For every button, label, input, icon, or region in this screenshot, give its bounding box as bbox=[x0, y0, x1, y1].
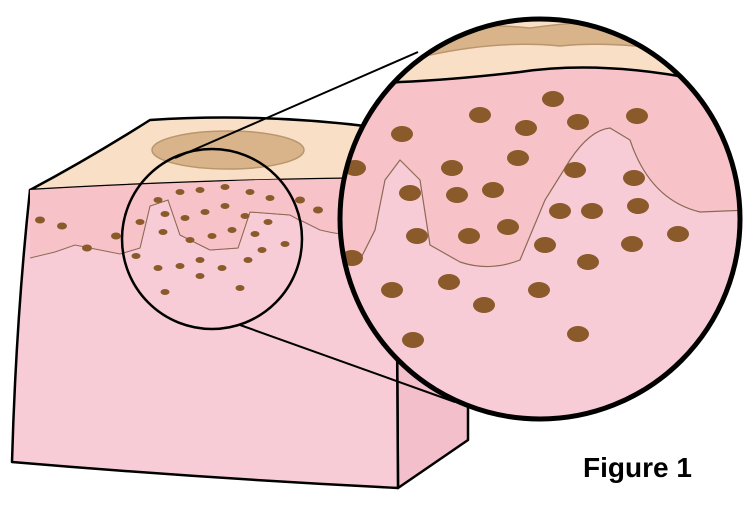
melanocyte-dot-icon bbox=[196, 257, 205, 263]
melanocyte-dot-icon bbox=[473, 297, 495, 313]
melanocyte-dot-icon bbox=[469, 107, 491, 123]
melanocyte-dot-icon bbox=[621, 236, 643, 252]
melanocyte-dot-icon bbox=[236, 285, 245, 291]
melanocyte-dot-icon bbox=[82, 245, 92, 252]
melanocyte-dot-icon bbox=[57, 223, 67, 230]
melanocyte-dot-icon bbox=[201, 209, 210, 215]
melanocyte-dot-icon bbox=[258, 247, 267, 253]
melanocyte-dot-icon bbox=[534, 237, 556, 253]
melanocyte-dot-icon bbox=[626, 108, 648, 124]
melanocyte-dot-icon bbox=[577, 254, 599, 270]
melanocyte-dot-icon bbox=[441, 160, 463, 176]
melanocyte-dot-icon bbox=[35, 217, 45, 224]
melanocyte-dot-icon bbox=[176, 263, 185, 269]
melanocyte-dot-icon bbox=[228, 227, 237, 233]
melanocyte-dot-icon bbox=[161, 211, 170, 217]
melanocyte-dot-icon bbox=[438, 274, 460, 290]
melanocyte-dot-icon bbox=[159, 229, 168, 235]
melanocyte-dot-icon bbox=[208, 233, 217, 239]
melanocyte-dot-icon bbox=[154, 265, 163, 271]
melanocyte-dot-icon bbox=[295, 197, 305, 204]
melanocyte-dot-icon bbox=[567, 114, 589, 130]
melanocyte-dot-icon bbox=[196, 273, 205, 279]
melanocyte-dot-icon bbox=[196, 187, 205, 193]
melanocyte-dot-icon bbox=[241, 213, 250, 219]
melanocyte-dot-icon bbox=[251, 231, 260, 237]
melanocyte-dot-icon bbox=[623, 170, 645, 186]
melanocyte-dot-icon bbox=[391, 126, 413, 142]
melanocyte-dot-icon bbox=[381, 282, 403, 298]
melanocyte-dot-icon bbox=[564, 162, 586, 178]
melanocyte-dot-icon bbox=[458, 228, 480, 244]
melanocyte-dot-icon bbox=[176, 189, 185, 195]
melanocyte-dot-icon bbox=[221, 203, 230, 209]
melanocyte-dot-icon bbox=[221, 184, 230, 190]
melanocyte-dot-icon bbox=[399, 185, 421, 201]
melanocyte-dot-icon bbox=[581, 203, 603, 219]
melanocyte-dot-icon bbox=[567, 326, 589, 342]
melanocyte-dot-icon bbox=[161, 289, 170, 295]
melanocyte-dot-icon bbox=[549, 203, 571, 219]
melanocyte-dot-icon bbox=[181, 215, 190, 221]
melanocyte-dot-icon bbox=[507, 150, 529, 166]
melanocyte-dot-icon bbox=[528, 282, 550, 298]
melanocyte-dot-icon bbox=[542, 91, 564, 107]
melanocyte-dot-icon bbox=[266, 195, 275, 201]
melanocyte-dot-icon bbox=[154, 197, 163, 203]
melanocyte-dot-icon bbox=[667, 226, 689, 242]
melanocyte-dot-icon bbox=[136, 219, 145, 225]
melanocyte-dot-icon bbox=[313, 207, 323, 214]
melanocyte-dot-icon bbox=[246, 189, 255, 195]
melanocyte-dot-icon bbox=[406, 228, 428, 244]
melanocyte-dot-icon bbox=[627, 198, 649, 214]
melanocyte-dot-icon bbox=[111, 233, 121, 240]
melanocyte-dot-icon bbox=[497, 219, 519, 235]
melanocyte-dot-icon bbox=[482, 182, 504, 198]
melanocyte-dot-icon bbox=[446, 187, 468, 203]
melanocyte-dot-icon bbox=[218, 265, 227, 271]
melanocyte-dot-icon bbox=[515, 120, 537, 136]
figure-label: Figure 1 bbox=[583, 452, 692, 484]
melanocyte-dot-icon bbox=[186, 237, 195, 243]
melanocyte-dot-icon bbox=[132, 253, 141, 259]
melanocyte-dot-icon bbox=[244, 257, 253, 263]
melanocyte-dot-icon bbox=[281, 241, 290, 247]
melanocyte-dot-icon bbox=[264, 219, 273, 225]
melanocyte-dot-icon bbox=[402, 332, 424, 348]
